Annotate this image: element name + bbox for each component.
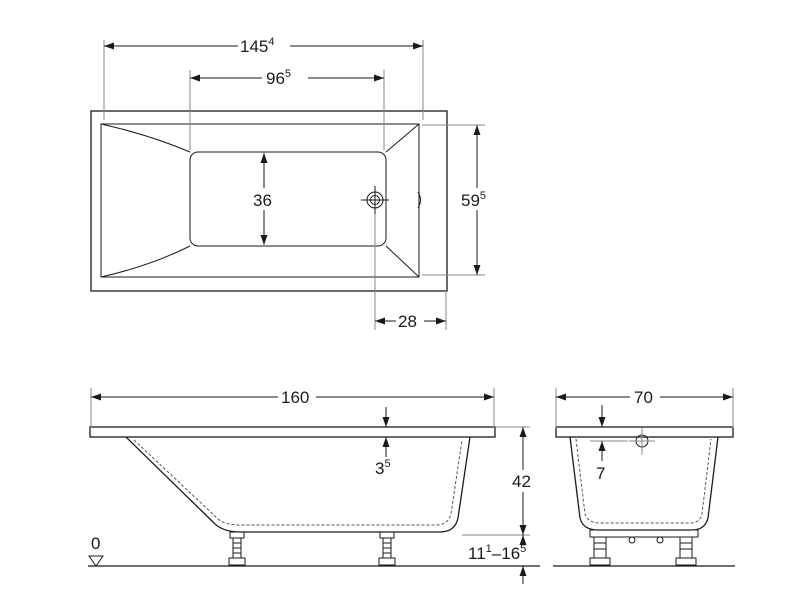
overflow-crosshair-icon <box>629 428 655 455</box>
dim-overall-length: 1454 <box>240 36 275 56</box>
end-drain-fitting <box>656 536 664 544</box>
overflow-icon <box>417 191 421 209</box>
dim-height: 42 <box>512 472 531 491</box>
side-rim <box>89 426 496 438</box>
dim-end-width: 70 <box>634 388 653 407</box>
end-body-inner <box>575 438 712 524</box>
end-right-foot-icon <box>675 536 697 566</box>
dim-rim-thickness: 35 <box>375 458 391 478</box>
dim-feet-adjust: 111–165 <box>468 543 526 563</box>
end-view: 70 7 <box>553 386 735 567</box>
end-base-frame <box>589 529 699 538</box>
floor-level-label: 0 <box>91 534 100 553</box>
end-left-foot-icon <box>589 536 611 566</box>
end-rim <box>555 426 734 438</box>
right-foot-icon <box>378 531 396 566</box>
side-body <box>125 436 471 533</box>
dim-overall-width: 595 <box>461 190 486 210</box>
dim-total-length: 160 <box>281 388 309 407</box>
side-view: 160 35 42 111–165 0 <box>88 386 540 584</box>
basin-floor <box>189 151 387 247</box>
backrest-bottom-line <box>100 245 191 278</box>
tub-outer-rim <box>90 110 448 292</box>
foot-end-top-line <box>385 123 420 153</box>
top-view: 1454 965 36 595 28 <box>90 36 498 331</box>
end-drain-fitting <box>628 536 636 544</box>
side-body-inner <box>133 439 463 526</box>
dim-basin-width: 36 <box>253 191 272 210</box>
dim-overflow-drop: 7 <box>596 464 605 483</box>
end-body <box>569 436 719 531</box>
foot-end-bottom-line <box>385 245 420 278</box>
dim-basin-length: 965 <box>266 68 291 88</box>
left-foot-icon <box>228 531 246 566</box>
dim-drain-offset: 28 <box>398 312 417 331</box>
floor-level-triangle-icon <box>88 555 104 567</box>
drain-icon <box>361 186 389 214</box>
backrest-top-line <box>100 123 191 153</box>
